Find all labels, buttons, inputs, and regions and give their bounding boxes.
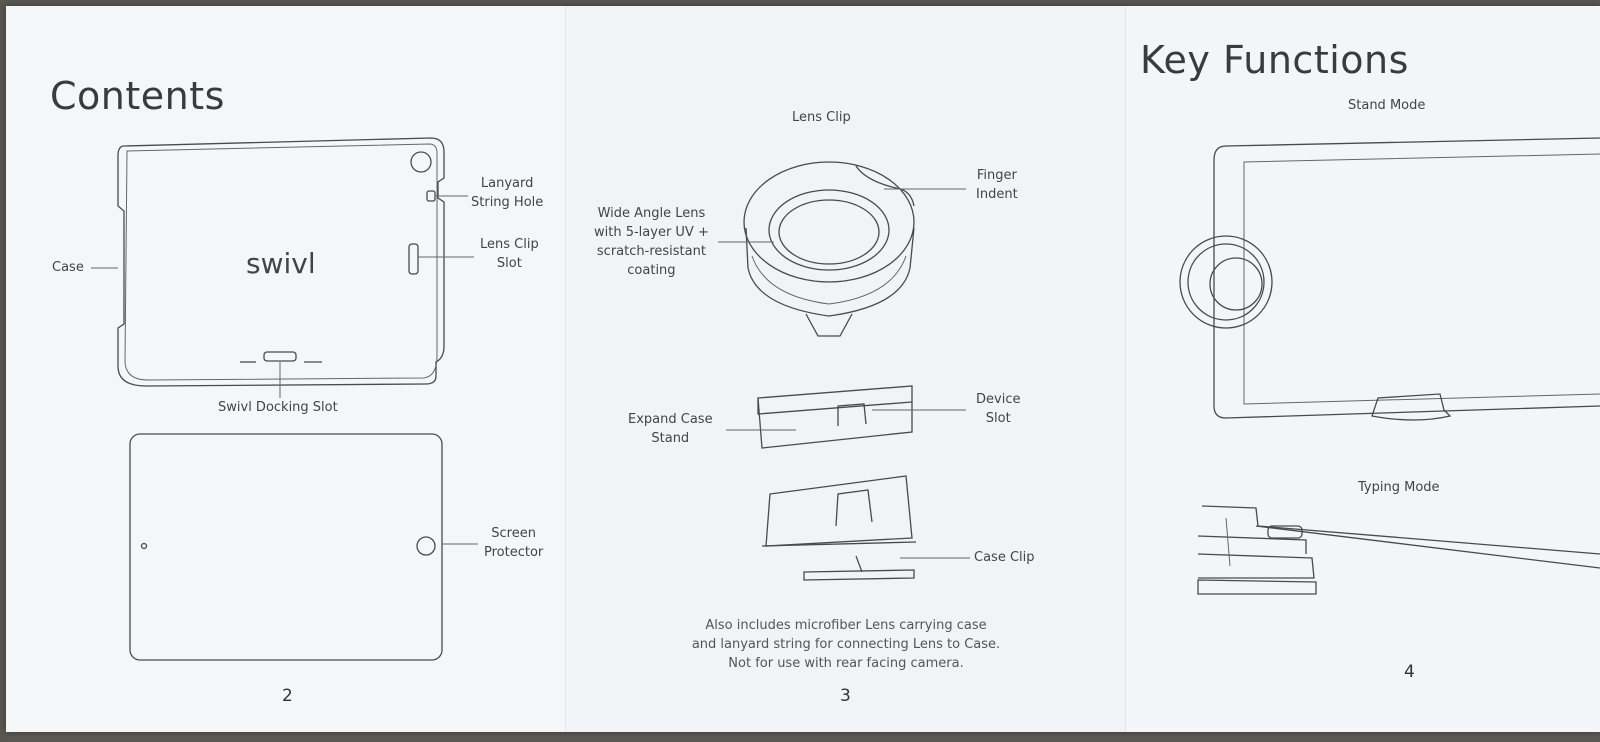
panel-contents: Contents swivl Case Lanyard String Ho	[6, 6, 566, 732]
label-case-clip: Case Clip	[974, 550, 1035, 565]
label-docking-slot: Swivl Docking Slot	[218, 400, 338, 415]
label-screen-protector: Screen Protector	[484, 526, 544, 560]
typing-mode-illustration	[1197, 505, 1600, 595]
label-wide-angle-lens: Wide Angle Lens with 5-layer UV + scratc…	[594, 206, 709, 278]
label-typing-mode: Typing Mode	[1358, 480, 1440, 495]
panel-lens: Lens Clip Finger Indent Wide Angle Lens …	[566, 6, 1126, 732]
footnote: Also includes microfiber Lens carrying c…	[691, 618, 1001, 671]
stand-mode-illustration	[1179, 137, 1600, 421]
case-illustration: swivl	[91, 137, 474, 398]
label-lens-clip: Lens Clip	[792, 110, 851, 125]
instruction-sheet: Contents swivl Case Lanyard String Ho	[6, 6, 1600, 732]
label-case: Case	[52, 260, 84, 275]
panel-key-functions: Key Functions Stand Mode Typing Mode 4	[1126, 6, 1600, 732]
page-number-4: 4	[1404, 662, 1415, 682]
screen-protector-illustration	[129, 433, 478, 661]
case-brand-text: swivl	[246, 247, 316, 280]
label-device-slot: Device Slot	[976, 392, 1021, 426]
contents-title: Contents	[50, 74, 225, 118]
label-finger-indent: Finger Indent	[976, 168, 1018, 202]
label-expand-case-stand: Expand Case Stand	[628, 412, 713, 446]
label-lanyard-hole: Lanyard String Hole	[471, 176, 544, 210]
case-stand-illustration	[726, 385, 966, 449]
page-number-3: 3	[840, 686, 851, 706]
key-functions-title: Key Functions	[1140, 38, 1409, 82]
case-clip-illustration	[761, 475, 970, 581]
page-number-2: 2	[282, 686, 293, 706]
label-stand-mode: Stand Mode	[1348, 98, 1426, 113]
label-lens-clip-slot: Lens Clip Slot	[480, 237, 539, 271]
lens-clip-illustration	[718, 161, 966, 337]
